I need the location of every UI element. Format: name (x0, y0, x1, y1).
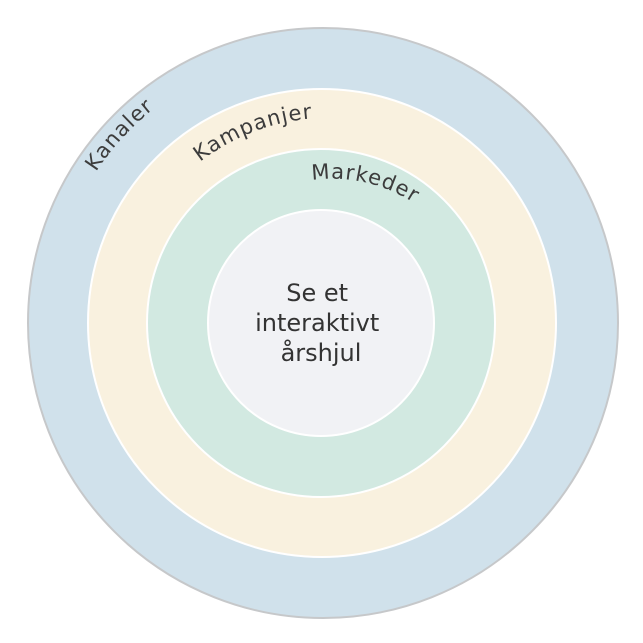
center-line-3: årshjul (281, 338, 362, 367)
center-disc[interactable] (207, 209, 435, 437)
center-line-1: Se et (286, 279, 348, 307)
center-link-text[interactable]: Se et interaktivt årshjul (255, 279, 387, 367)
center-line-2: interaktivt (255, 309, 379, 337)
